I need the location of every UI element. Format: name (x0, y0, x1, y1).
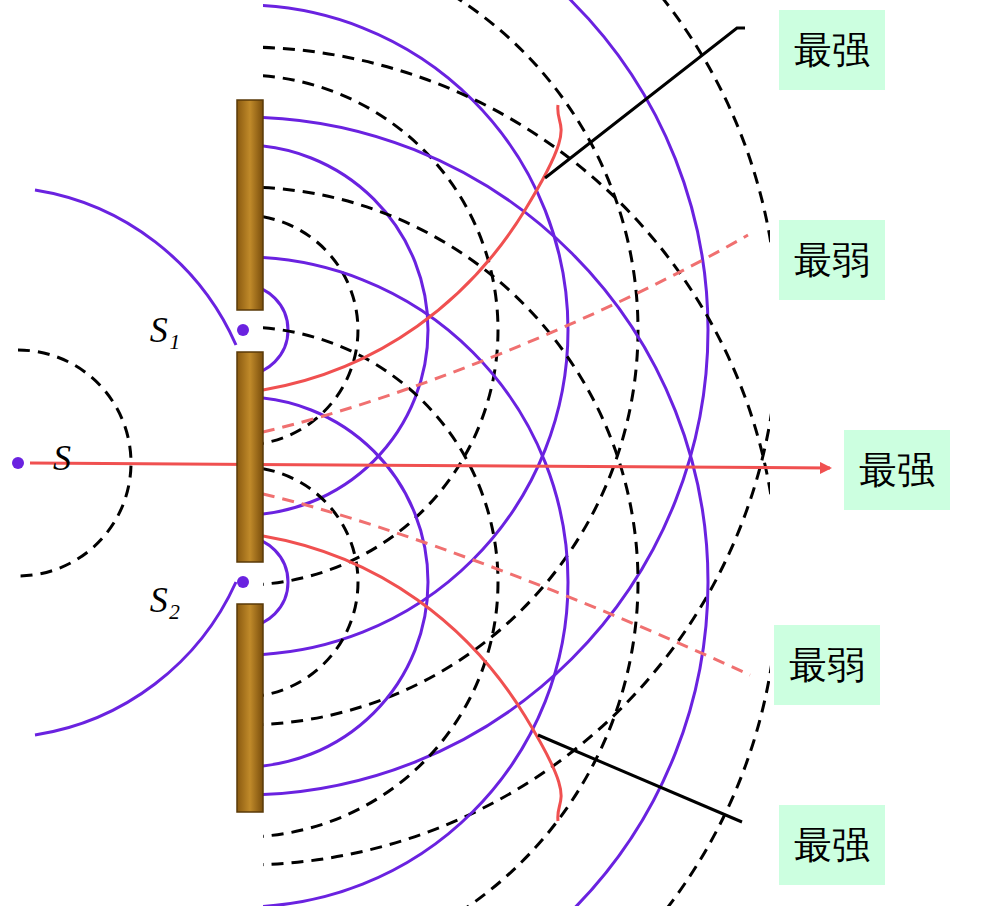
result-text: 最强 (794, 820, 870, 871)
slit-label: S₂ (150, 579, 181, 621)
source-wavefront (35, 582, 236, 735)
result-box: 最弱 (779, 220, 885, 300)
wave-trough (263, 467, 358, 697)
wave-trough (263, 0, 770, 865)
barrier (237, 100, 263, 310)
result-text: 最弱 (789, 640, 865, 691)
barrier (237, 604, 263, 812)
wave-trough (263, 187, 638, 906)
leader-line (545, 28, 745, 178)
wave-crest (263, 0, 708, 795)
wave-trough (263, 327, 498, 837)
result-box: 最强 (779, 805, 885, 885)
minimum-line (263, 235, 748, 432)
slit-label: S₁ (150, 309, 181, 351)
result-text: 最强 (859, 445, 935, 496)
source-dot (12, 457, 24, 469)
wave-trough (263, 75, 498, 585)
wave-crest (263, 5, 568, 655)
wave-trough (263, 0, 638, 725)
wave-crest (263, 537, 288, 627)
wave-fronts (263, 0, 770, 906)
slit-dot (237, 576, 249, 588)
result-box: 最强 (844, 430, 950, 510)
result-box: 最弱 (774, 625, 880, 705)
center-axis (30, 463, 830, 468)
barrier (237, 352, 263, 562)
result-text: 最强 (794, 25, 870, 76)
wave-crest (263, 397, 428, 767)
minimum-line (263, 494, 750, 675)
source-label: S (53, 437, 71, 479)
wave-trough (263, 47, 770, 906)
leader-line (538, 735, 742, 822)
slit-dot (237, 324, 249, 336)
maximum-line (263, 536, 561, 821)
result-text: 最弱 (794, 235, 870, 286)
source-wavefront (35, 190, 236, 345)
result-box: 最强 (779, 10, 885, 90)
wave-crest (263, 257, 568, 906)
